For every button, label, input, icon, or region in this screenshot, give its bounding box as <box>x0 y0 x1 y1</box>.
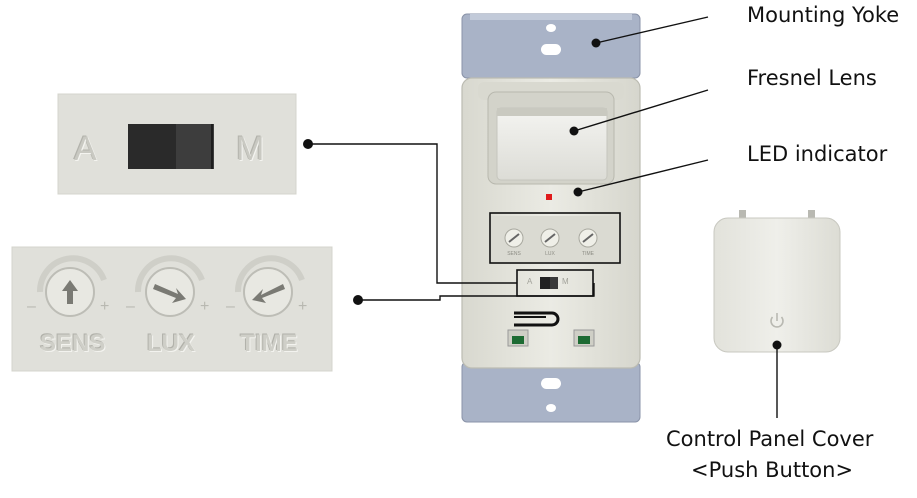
dial-sens-plus: + <box>100 298 110 315</box>
yoke-slot-bottom-icon <box>541 378 561 389</box>
dial-label-lux: LUX <box>147 330 195 357</box>
dial-label-sens: SENS <box>40 330 106 357</box>
device-dial-label-time: TIME <box>582 251 594 257</box>
switch-callout-dot <box>303 139 313 149</box>
dial-callout-dot <box>353 295 363 305</box>
mounting-yoke <box>461 13 641 423</box>
device-dial-label-lux: LUX <box>545 251 555 257</box>
device-dial-label-sens: SENS <box>507 251 521 257</box>
arrow-down-right-icon <box>153 284 186 303</box>
device-dial-row <box>504 228 598 248</box>
arrow-up-icon <box>62 280 78 304</box>
dial-lux-plus: + <box>200 298 210 315</box>
dial-time-minus: – <box>226 298 235 315</box>
control-panel-cover <box>713 210 841 353</box>
fresnel-lens <box>496 107 608 181</box>
yoke-screw-hole-bottom-icon <box>546 404 556 412</box>
push-button-label: <Push Button> <box>691 458 854 482</box>
fresnel-lens-label: Fresnel Lens <box>747 66 877 90</box>
dial-sens-minus: – <box>27 298 36 315</box>
yoke-screw-hole-icon <box>546 24 556 32</box>
mounting-yoke-label: Mounting Yoke <box>747 3 900 27</box>
led-callout-dot <box>573 187 583 197</box>
dial-time-plus: + <box>298 298 308 315</box>
leader-lines <box>308 16 778 418</box>
led-indicator <box>546 194 552 200</box>
dial-label-time: TIME <box>240 330 298 357</box>
device-switch-label-m: M <box>562 277 569 286</box>
yoke-slot-icon <box>541 44 561 55</box>
mode-switch-manual-label: M <box>236 130 265 168</box>
dial-callout-box <box>489 212 621 264</box>
lens-callout-dot <box>569 126 579 136</box>
led-indicator-label: LED indicator <box>747 142 888 166</box>
mode-switch-panel <box>57 93 297 195</box>
power-icon <box>770 313 784 328</box>
device-switch-label-a: A <box>527 277 533 286</box>
yoke-callout-dot <box>591 38 601 48</box>
dial-lux-minus: – <box>126 298 135 315</box>
arrow-down-left-icon <box>252 284 285 303</box>
mode-switch-auto-label: A <box>74 130 97 168</box>
cover-callout-dot <box>772 340 782 350</box>
sensor-body <box>461 77 641 369</box>
dial-panel <box>11 246 333 372</box>
control-panel-cover-label: Control Panel Cover <box>666 427 874 451</box>
